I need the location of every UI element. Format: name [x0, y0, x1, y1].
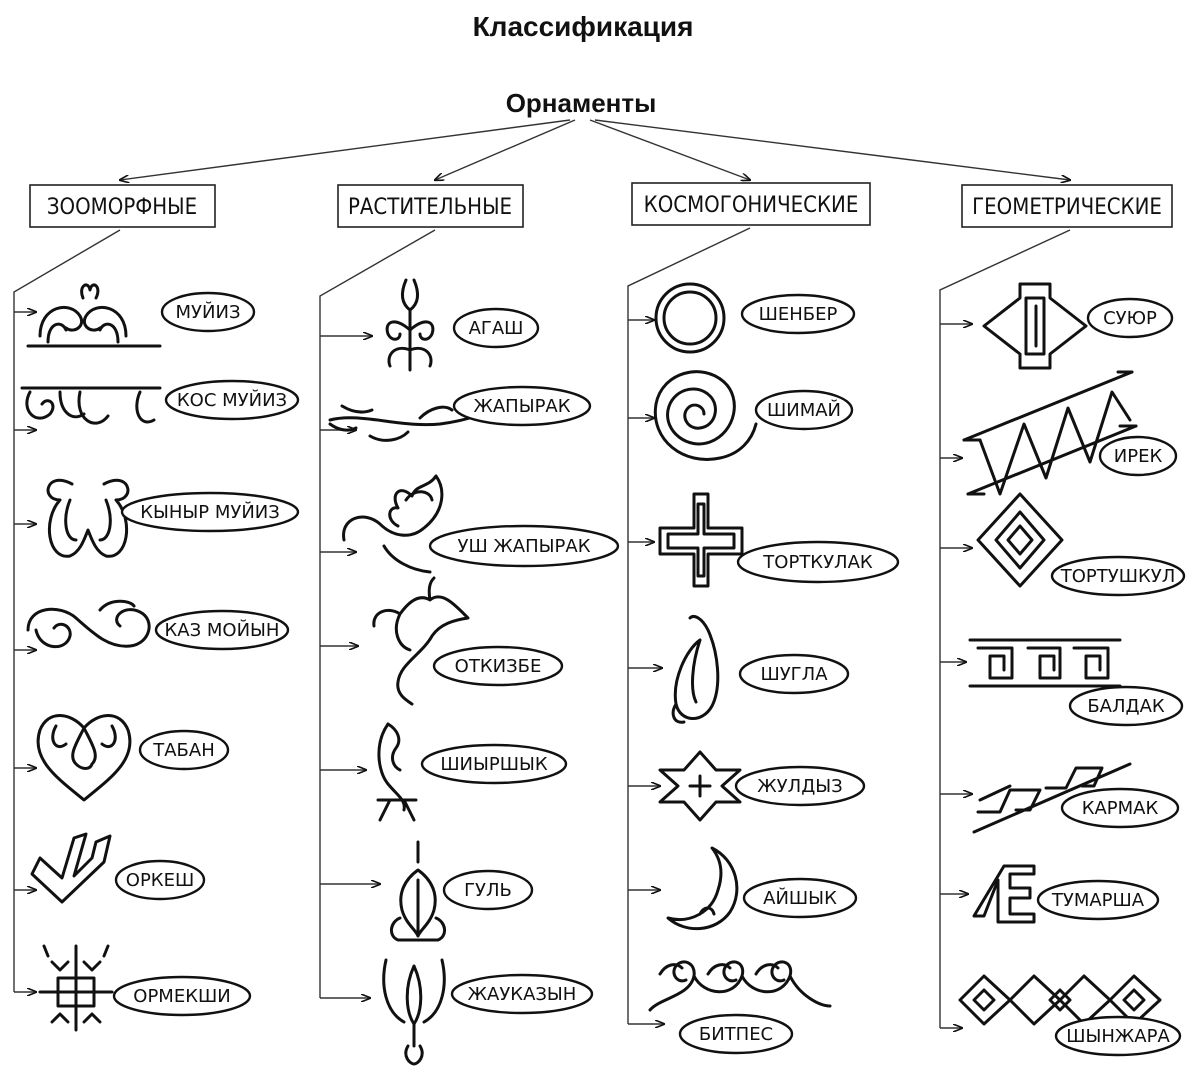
connector-zoomorphic [120, 120, 570, 180]
item-taban: ТАБАН [140, 731, 228, 769]
item-label: БАЛДАК [1087, 696, 1165, 717]
ornament-ormekshi [40, 946, 112, 1030]
item-baldak: БАЛДАК [1070, 687, 1182, 725]
item-ush-zhapyrak: УШ ЖАПЫРАК [430, 526, 618, 566]
item-label: ТУМАРША [1051, 890, 1145, 911]
ornament-shiyrshyk [378, 724, 416, 820]
item-bitpes: БИТПЕС [680, 1015, 792, 1053]
ornament-irek [964, 372, 1136, 494]
item-label: ЖАПЫРАК [473, 396, 570, 417]
ornament-agash [387, 280, 433, 370]
item-tumarsha: ТУМАРША [1038, 881, 1158, 919]
item-label: ШИЫРШЫК [440, 754, 548, 775]
item-label: ШЕНБЕР [759, 304, 838, 325]
category-zoomorphic: ЗООМОРФНЫЕ [30, 185, 215, 227]
ornament-ayshyk [668, 848, 737, 929]
item-karmak: КАРМАК [1062, 789, 1178, 827]
ornament-kynyr-muyiz [48, 480, 128, 556]
item-label: АЙШЫК [763, 887, 837, 909]
category-label: КОСМОГОНИЧЕСКИЕ [644, 193, 859, 218]
item-kynyr-muyiz: КЫНЫР МУЙИЗ [122, 493, 298, 531]
ornament-suyur [984, 284, 1086, 368]
category-label: РАСТИТЕЛЬНЫЕ [348, 195, 512, 220]
item-label: ОТКИЗБЕ [455, 656, 542, 677]
ornament-ush-zhapyrak [344, 476, 442, 572]
item-ormekshi: ОРМЕКШИ [114, 977, 250, 1015]
item-kaz-moyyn: КАЗ МОЙЫН [156, 611, 288, 649]
item-suyur: СУЮР [1088, 299, 1172, 337]
diagram-title: Классификация [473, 11, 694, 42]
ornament-zhaukazyn [384, 960, 445, 1064]
item-shimay: ШИМАЙ [756, 391, 852, 429]
item-zhapyrak: ЖАПЫРАК [454, 387, 590, 425]
root-connectors [120, 120, 1070, 180]
ornament-bitpes [650, 962, 830, 1010]
item-orkesh: ОРКЕШ [116, 861, 204, 899]
ornament-zhuldyz [660, 752, 740, 820]
item-label: КАЗ МОЙЫН [165, 619, 280, 641]
item-gul: ГУЛЬ [444, 871, 532, 909]
item-agash: АГАШ [454, 309, 538, 347]
category-geometric: ГЕОМЕТРИЧЕСКИЕ [962, 185, 1172, 227]
category-plant: РАСТИТЕЛЬНЫЕ [338, 185, 523, 227]
ornament-shimay [655, 372, 756, 460]
item-otkizbe: ОТКИЗБЕ [434, 647, 562, 685]
ornament-muyiz [28, 285, 160, 346]
ornament-baldak [970, 640, 1120, 686]
spine-cosmogonic [628, 228, 750, 1024]
ornament-tortkulak [660, 494, 742, 586]
item-label: МУЙИЗ [176, 301, 241, 323]
ornament-tortushkul [978, 494, 1062, 586]
item-label: КОС МУЙИЗ [177, 389, 287, 411]
ornament-gul [391, 842, 444, 940]
item-shynzhara: ШЫНЖАРА [1056, 1017, 1180, 1055]
ornament-otkizbe [374, 578, 468, 704]
item-zhuldyz: ЖУЛДЫЗ [736, 767, 864, 805]
item-label: УШ ЖАПЫРАК [457, 536, 590, 557]
item-label: БИТПЕС [699, 1024, 773, 1045]
item-ayshyk: АЙШЫК [744, 879, 856, 917]
item-label: ОРМЕКШИ [133, 986, 230, 1007]
item-shugla: ШУГЛА [740, 655, 848, 693]
item-label: КЫНЫР МУЙИЗ [140, 501, 280, 523]
item-label: ШИМАЙ [767, 399, 841, 421]
item-label: ШЫНЖАРА [1066, 1026, 1170, 1047]
ornament-shugla [673, 617, 718, 723]
item-label: ЖУЛДЫЗ [757, 776, 842, 797]
item-zhaukazyn: ЖАУКАЗЫН [452, 975, 592, 1013]
item-label: СУЮР [1103, 308, 1157, 329]
item-label: ТОРТУШКУЛ [1060, 566, 1176, 587]
item-muyiz: МУЙИЗ [162, 293, 254, 331]
item-label: ТАБАН [152, 740, 215, 761]
item-label: ИРЕК [1114, 446, 1163, 467]
item-label: ШУГЛА [760, 664, 828, 685]
ornament-shenber [656, 284, 724, 352]
item-kos-muyiz: КОС МУЙИЗ [166, 381, 298, 419]
ornament-kos-muyiz [22, 388, 160, 423]
item-shenber: ШЕНБЕР [742, 295, 854, 333]
category-cosmogonic: КОСМОГОНИЧЕСКИЕ [632, 183, 870, 225]
item-label: ОРКЕШ [126, 870, 194, 891]
item-tortkulak: ТОРТКУЛАК [738, 542, 898, 582]
item-irek: ИРЕК [1100, 437, 1176, 475]
item-shiyrshyk: ШИЫРШЫК [422, 745, 566, 783]
item-tortushkul: ТОРТУШКУЛ [1052, 557, 1184, 595]
ornament-tumarsha [974, 866, 1034, 922]
root-label: Орнаменты [506, 88, 657, 118]
category-label: ЗООМОРФНЫЕ [47, 195, 197, 220]
item-label: ТОРТКУЛАК [762, 552, 873, 573]
item-label: КАРМАК [1082, 798, 1159, 819]
ornament-kaz-moyyn [28, 601, 149, 646]
ornament-orkesh [32, 834, 110, 902]
item-label: ГУЛЬ [464, 880, 512, 901]
connector-geometric [595, 120, 1070, 180]
item-label: ЖАУКАЗЫН [468, 984, 577, 1005]
item-label: АГАШ [469, 318, 524, 339]
category-label: ГЕОМЕТРИЧЕСКИЕ [972, 195, 1162, 220]
ornament-taban [38, 716, 130, 801]
